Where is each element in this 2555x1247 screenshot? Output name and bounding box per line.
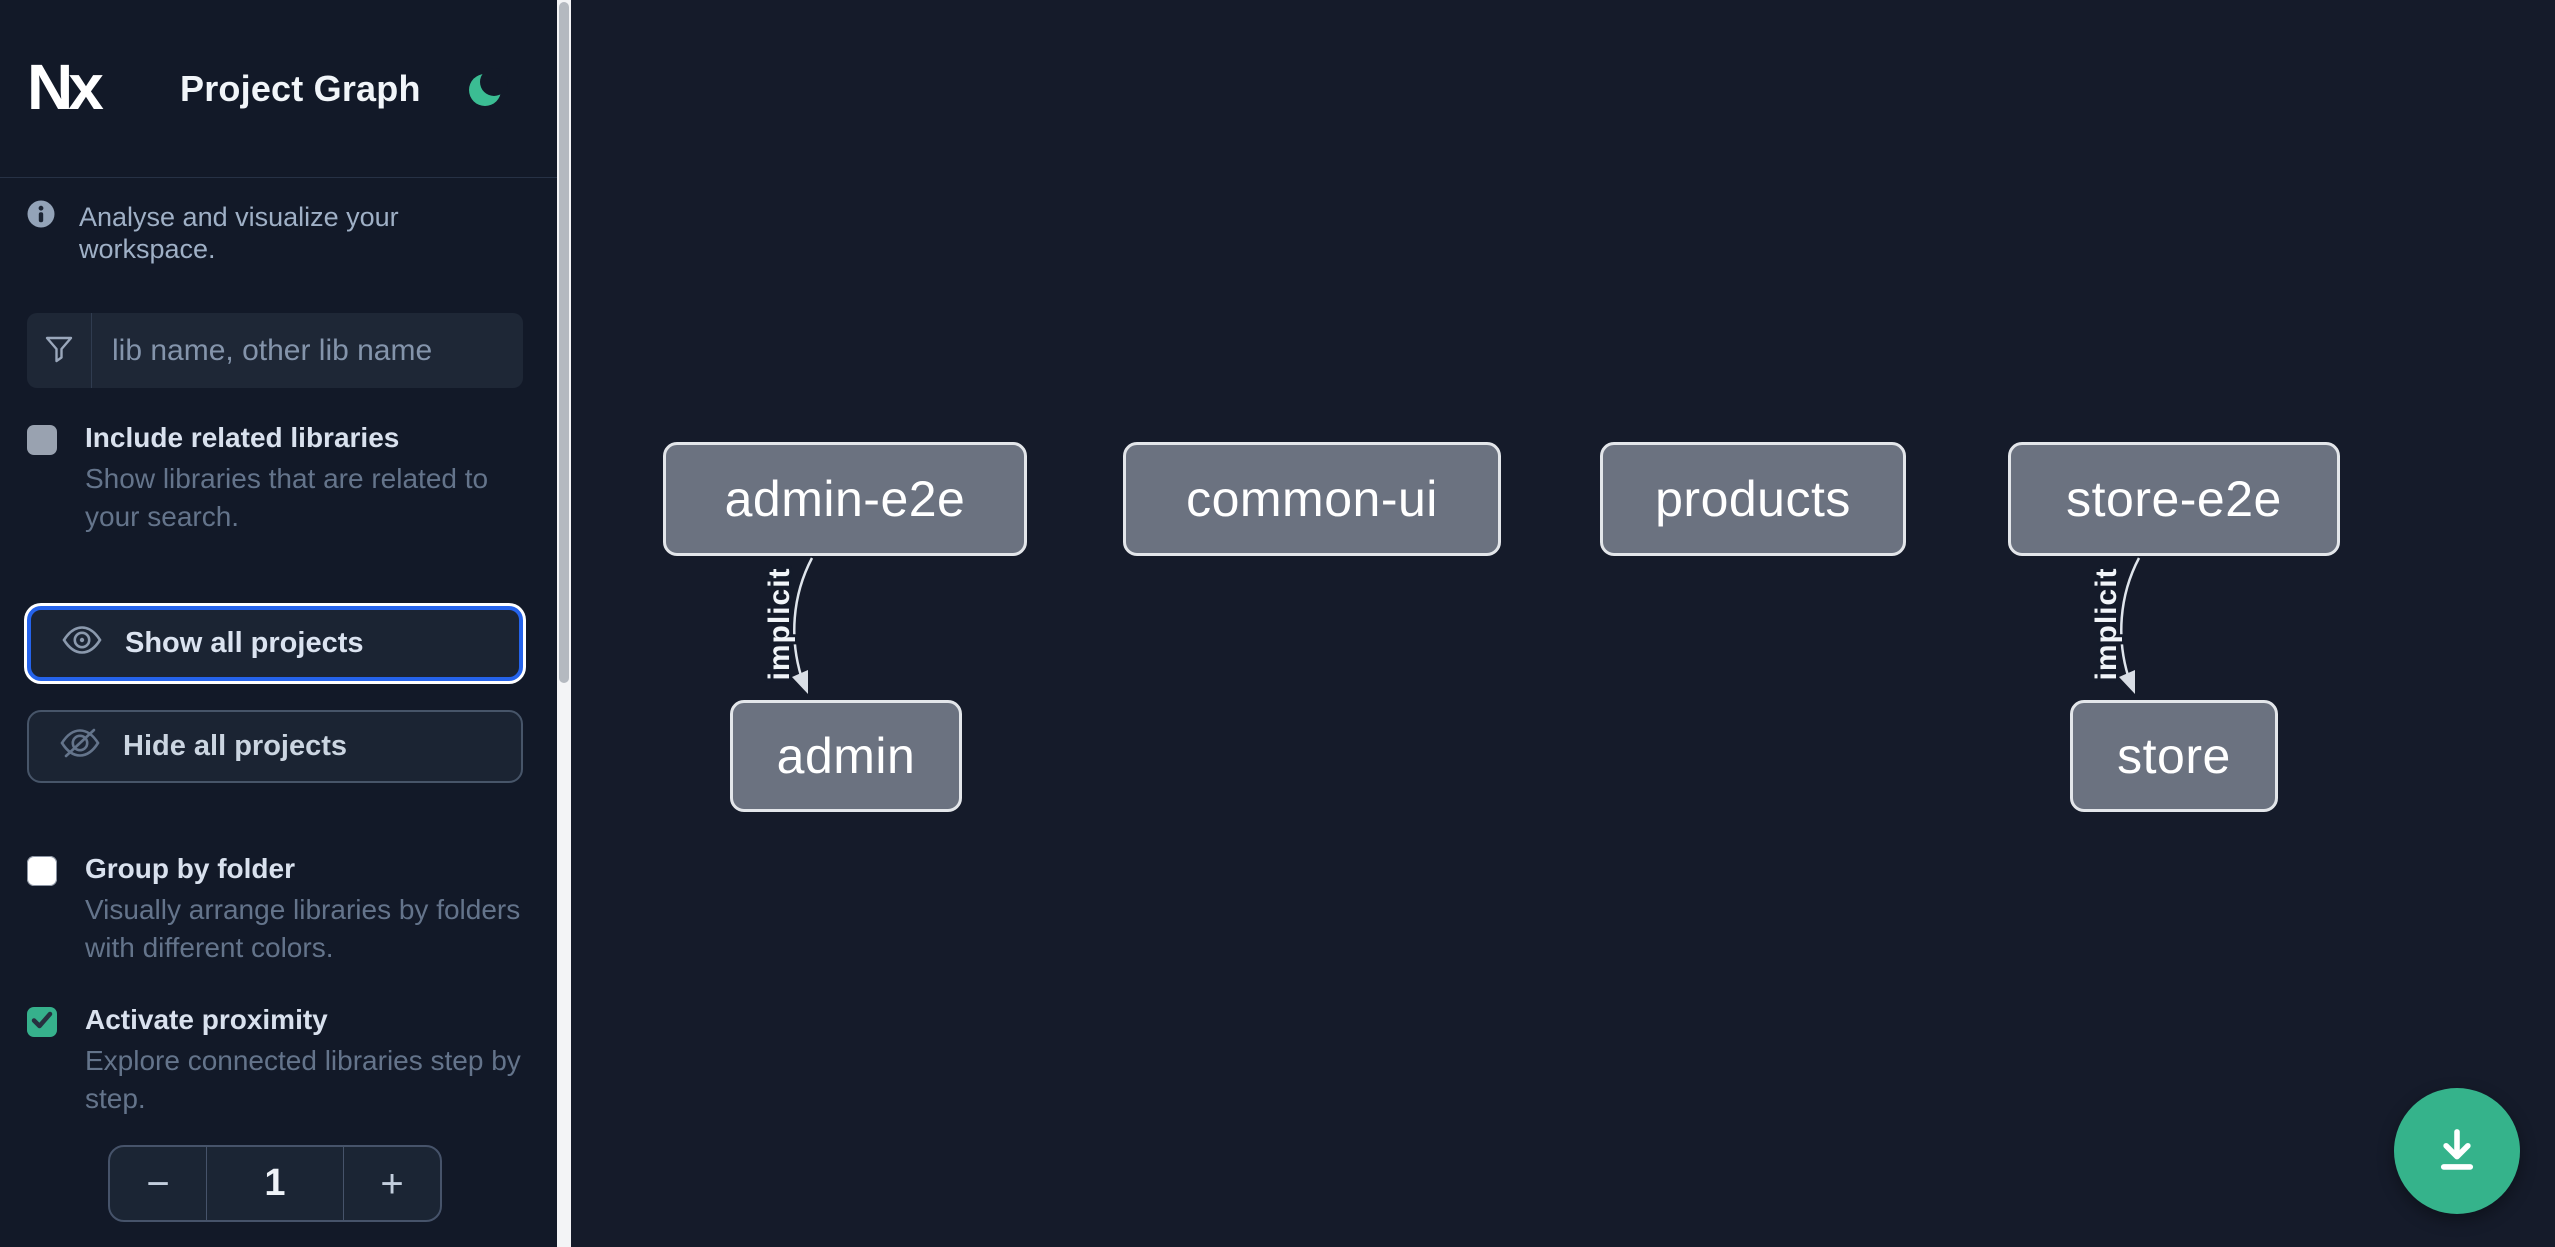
option-description: Visually arrange libraries by folders wi… <box>85 894 521 963</box>
graph-node-admin-e2e[interactable]: admin-e2e <box>663 442 1027 556</box>
option-label: Group by folder <box>85 853 295 884</box>
filter-search-box <box>27 313 523 388</box>
download-graph-button[interactable] <box>2394 1088 2520 1214</box>
info-icon <box>27 200 55 233</box>
option-description: Explore connected libraries step by step… <box>85 1045 521 1114</box>
eye-icon <box>61 625 103 663</box>
graph-node-store-e2e[interactable]: store-e2e <box>2008 442 2340 556</box>
option-group-by-folder: Group by folder Visually arrange librari… <box>27 852 527 967</box>
proximity-depth-value: 1 <box>264 1162 286 1204</box>
funnel-icon <box>43 332 75 369</box>
include-related-checkbox[interactable] <box>27 425 57 455</box>
sidebar-header: Nx Project Graph <box>0 0 557 178</box>
graph-node-common-ui[interactable]: common-ui <box>1123 442 1501 556</box>
project-graph-canvas[interactable] <box>571 0 2555 1247</box>
group-by-folder-checkbox[interactable] <box>27 856 57 886</box>
show-all-projects-button[interactable]: Show all projects <box>27 606 523 681</box>
graph-node-store[interactable]: store <box>2070 700 2278 812</box>
download-icon <box>2428 1121 2486 1182</box>
intro-row: Analyse and visualize your workspace. <box>27 200 527 265</box>
hide-all-projects-label: Hide all projects <box>123 730 348 762</box>
show-all-projects-label: Show all projects <box>125 627 364 659</box>
option-description: Show libraries that are related to your … <box>85 463 489 532</box>
increment-button[interactable]: + <box>343 1147 440 1220</box>
filter-icon-cell <box>27 313 92 388</box>
check-icon <box>30 1008 54 1037</box>
hide-all-projects-button[interactable]: Hide all projects <box>27 710 523 783</box>
activate-proximity-checkbox[interactable] <box>27 1007 57 1037</box>
sidebar: Nx Project Graph Analyse and visualize y… <box>0 0 557 1247</box>
option-include-related: Include related libraries Show libraries… <box>27 421 527 536</box>
moon-icon <box>466 68 508 113</box>
graph-node-admin[interactable]: admin <box>730 700 962 812</box>
option-label: Activate proximity <box>85 1004 328 1035</box>
proximity-depth-stepper: − 1 + <box>108 1145 442 1222</box>
graph-node-products[interactable]: products <box>1600 442 1906 556</box>
theme-toggle-button[interactable] <box>466 68 508 110</box>
page-title: Project Graph <box>180 68 421 109</box>
sidebar-scrollbar-thumb[interactable] <box>559 2 569 683</box>
option-label: Include related libraries <box>85 422 400 453</box>
nx-logo: Nx <box>27 51 104 123</box>
decrement-button[interactable]: − <box>110 1147 207 1220</box>
intro-text: Analyse and visualize your workspace. <box>79 202 399 264</box>
eye-off-icon <box>59 727 101 767</box>
search-input[interactable] <box>92 313 523 388</box>
option-activate-proximity: Activate proximity Explore connected lib… <box>27 1003 527 1118</box>
